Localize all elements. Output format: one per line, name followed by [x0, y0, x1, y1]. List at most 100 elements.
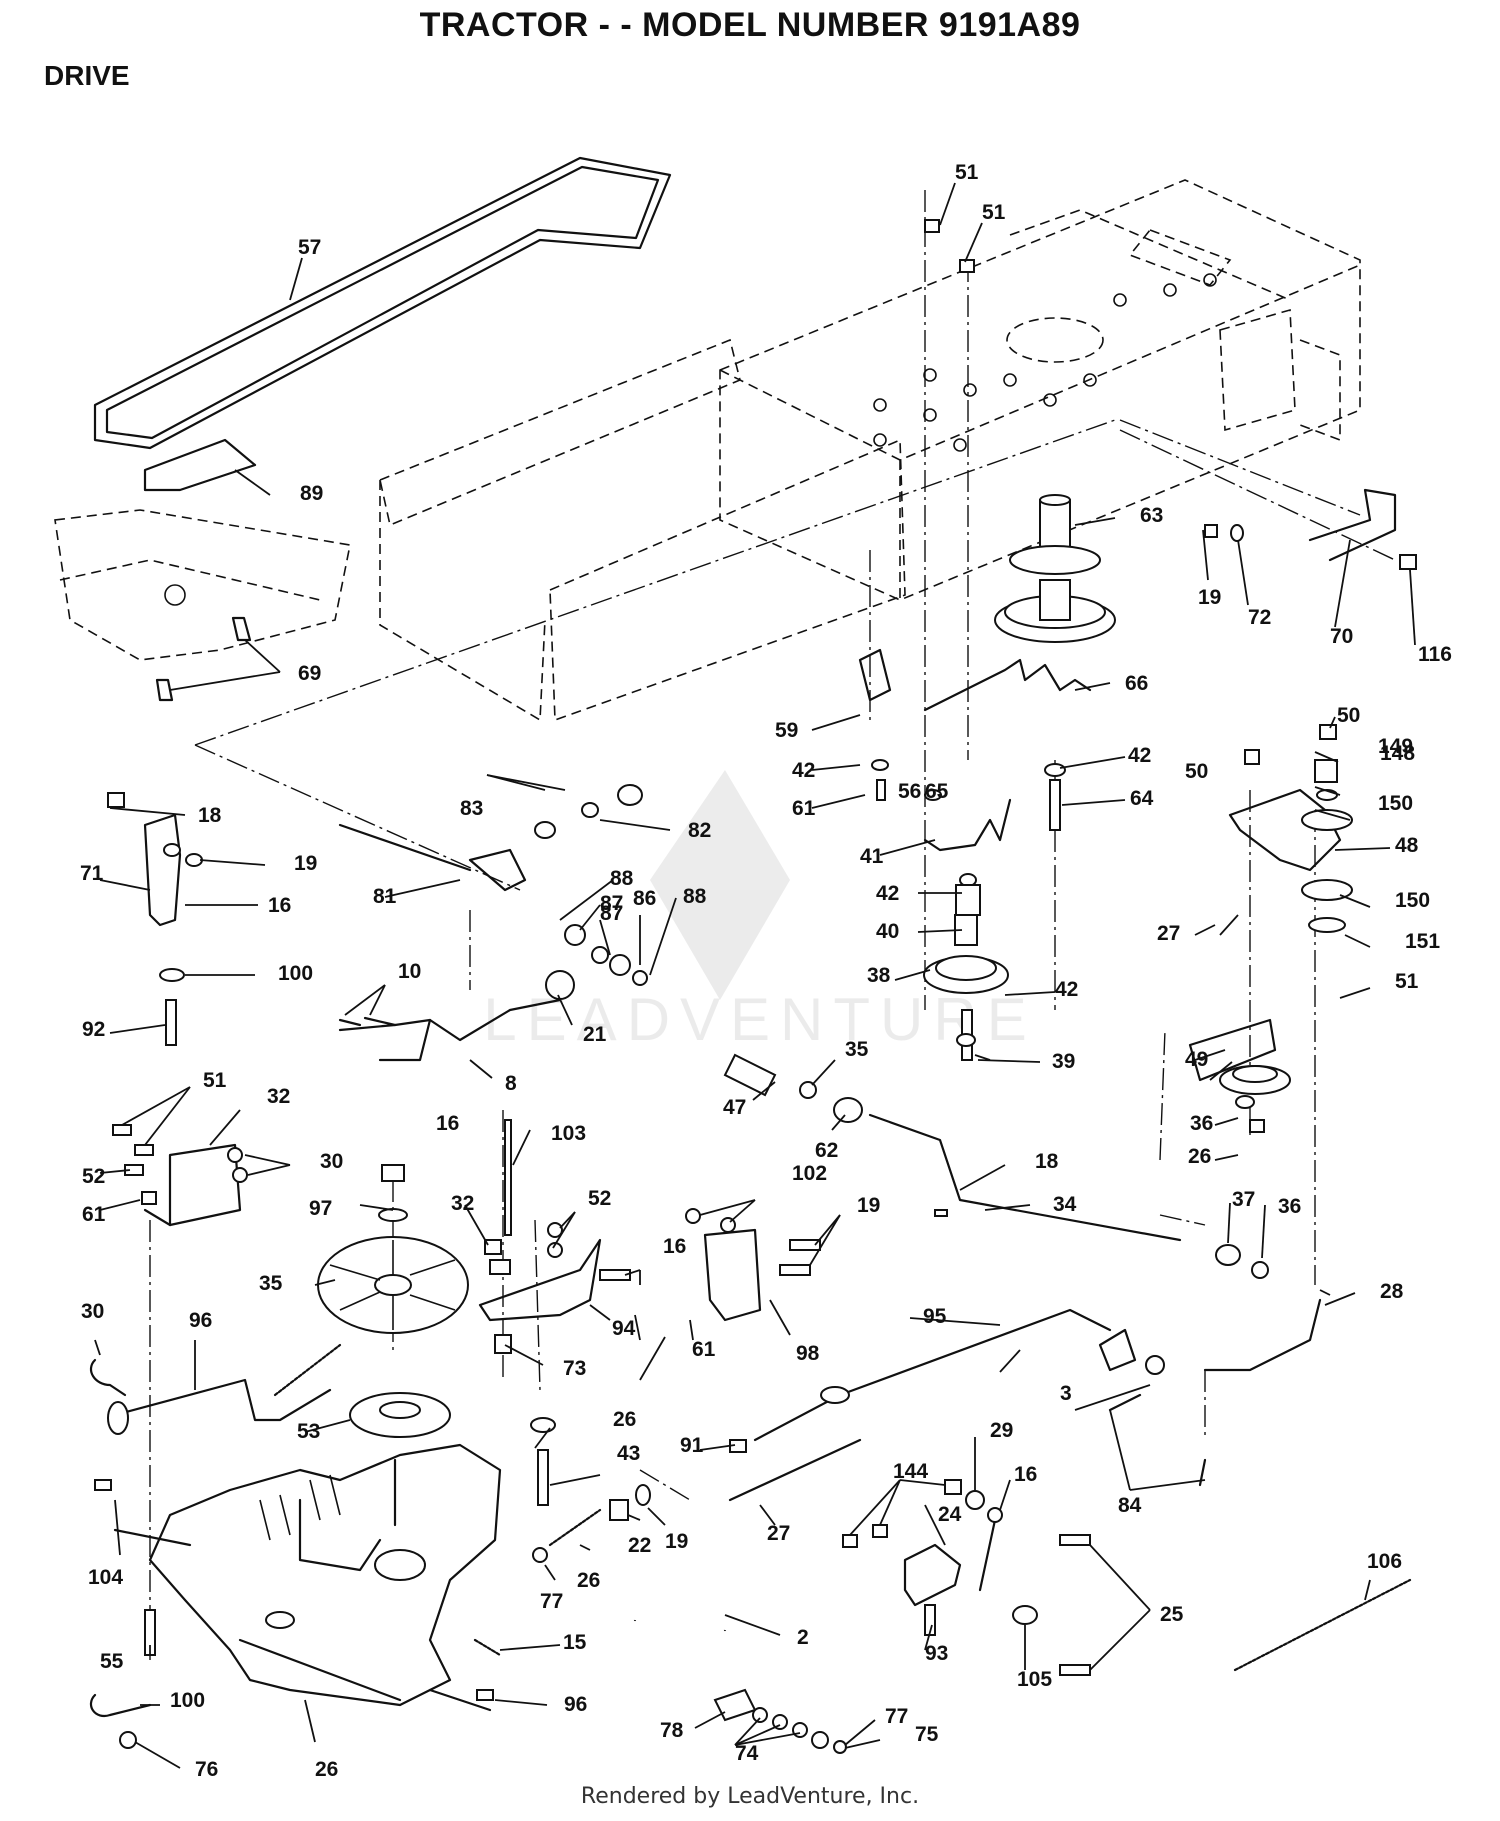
bracket-30-right: [703, 1228, 762, 1322]
bolt-64: [1049, 779, 1061, 831]
callout-label: 53: [297, 1420, 320, 1443]
callout-label: 41: [860, 845, 884, 868]
drive-belt-57: [93, 156, 672, 450]
cylinder-62: [723, 1053, 777, 1097]
bolt-91: [537, 1449, 549, 1506]
callout-label: 75: [915, 1723, 939, 1746]
callout-label: 61: [692, 1338, 716, 1361]
callout-label: 73: [563, 1357, 586, 1380]
rod-34: [868, 1113, 1182, 1242]
spacer-stack-148-151: [1301, 759, 1353, 933]
callout-label: 26: [1188, 1145, 1211, 1168]
callout-leaders: [94, 182, 1416, 1769]
callout-label: 86: [633, 887, 656, 910]
nut-103-washer-102: [378, 1164, 408, 1222]
callout-label: 92: [82, 1018, 105, 1041]
callout-label: 89: [300, 482, 323, 505]
brake-lever-95: [107, 1378, 332, 1435]
spring-55: [1233, 1578, 1412, 1672]
pins-27: [1108, 1393, 1207, 1487]
misc-hardware: [107, 219, 1417, 1281]
spacer-74: [713, 1688, 757, 1722]
shift-lever-8: [338, 998, 562, 1062]
callout-label: 42: [876, 882, 899, 905]
key-77-bottom: [476, 1689, 494, 1701]
hose-93: [632, 1580, 730, 1632]
callout-label: 16: [1014, 1463, 1037, 1486]
bracket-104: [903, 1543, 962, 1607]
callout-label: 83: [460, 797, 483, 820]
callout-label: 36: [1278, 1195, 1301, 1218]
callout-label: 38: [867, 964, 891, 987]
callout-label: 104: [88, 1566, 123, 1589]
callout-label: 102: [792, 1162, 827, 1185]
bracket-70: [1308, 488, 1397, 562]
callout-label: 51: [982, 201, 1006, 224]
callout-label: 28: [1380, 1280, 1404, 1303]
callout-label: 82: [688, 819, 711, 842]
callout-label: 19: [294, 852, 317, 875]
pins-10: [338, 1016, 397, 1027]
callout-label: 62: [815, 1139, 838, 1162]
callout-label: 106: [1367, 1550, 1402, 1573]
pulley-63: [994, 494, 1116, 643]
bracket-30-left: [143, 1143, 242, 1227]
callout-label: 10: [398, 960, 421, 983]
callout-label: 65: [925, 780, 949, 803]
washers-75-78-76: [752, 1707, 847, 1754]
callout-label: 151: [1405, 930, 1440, 953]
callout-label: 36: [1190, 1112, 1213, 1135]
callout-label: 32: [267, 1085, 290, 1108]
callout-label: 77: [885, 1705, 908, 1728]
callout-label: 98: [796, 1342, 820, 1365]
callout-label: 30: [320, 1150, 343, 1173]
callout-label: 3: [1060, 1382, 1072, 1405]
callout-label: 25: [1160, 1603, 1184, 1626]
callout-label: 50: [1337, 704, 1360, 727]
callout-label: 69: [298, 662, 321, 685]
callout-label: 103: [551, 1122, 586, 1145]
callout-label: 21: [583, 1023, 607, 1046]
callout-label: 149: [1378, 735, 1413, 758]
nuts-16-144: [842, 1479, 985, 1548]
callout-label: 148: [1380, 742, 1415, 765]
frame-outline: [379, 179, 1361, 722]
callout-label: 49: [1185, 1048, 1208, 1071]
callout-label: 43: [617, 1442, 640, 1465]
callout-label: 15: [563, 1631, 587, 1654]
leadventure-watermark: LEADVENTURE: [483, 770, 1027, 1053]
page-title: TRACTOR - - MODEL NUMBER 9191A89: [419, 6, 1081, 44]
fan-94: [317, 1236, 469, 1334]
callout-label: 72: [1248, 606, 1271, 629]
bushing-98: [494, 1334, 512, 1354]
callout-label: 94: [612, 1317, 636, 1340]
callout-label: 64: [1130, 787, 1154, 810]
callout-label: 39: [1052, 1050, 1075, 1073]
spring-on-lever: [273, 1343, 342, 1397]
callout-label: 55: [100, 1650, 124, 1673]
callout-label: 76: [195, 1758, 218, 1781]
callout-label: 61: [82, 1203, 106, 1226]
callout-label: 35: [845, 1038, 869, 1061]
callout-label: 71: [80, 862, 104, 885]
callout-label: 22: [628, 1534, 651, 1557]
callout-label: 24: [938, 1503, 962, 1526]
callout-label: 47: [723, 1096, 746, 1119]
washer-26-mid: [532, 1547, 548, 1563]
pulley-47: [1219, 1065, 1291, 1095]
callout-label: 26: [613, 1408, 636, 1431]
callout-label: 52: [588, 1187, 611, 1210]
callout-label: 63: [1140, 504, 1163, 527]
callout-label: 34: [1053, 1193, 1077, 1216]
spring-25: [548, 1508, 602, 1547]
transaxle-1: [113, 1443, 502, 1712]
knob-21: [545, 970, 575, 1000]
callout-label: 26: [577, 1569, 600, 1592]
callout-label: 84: [1118, 1494, 1142, 1517]
section-heading: DRIVE: [44, 60, 130, 91]
spring-2: [473, 1638, 502, 1657]
callout-label: 70: [1330, 625, 1353, 648]
callout-label: 19: [857, 1194, 880, 1217]
